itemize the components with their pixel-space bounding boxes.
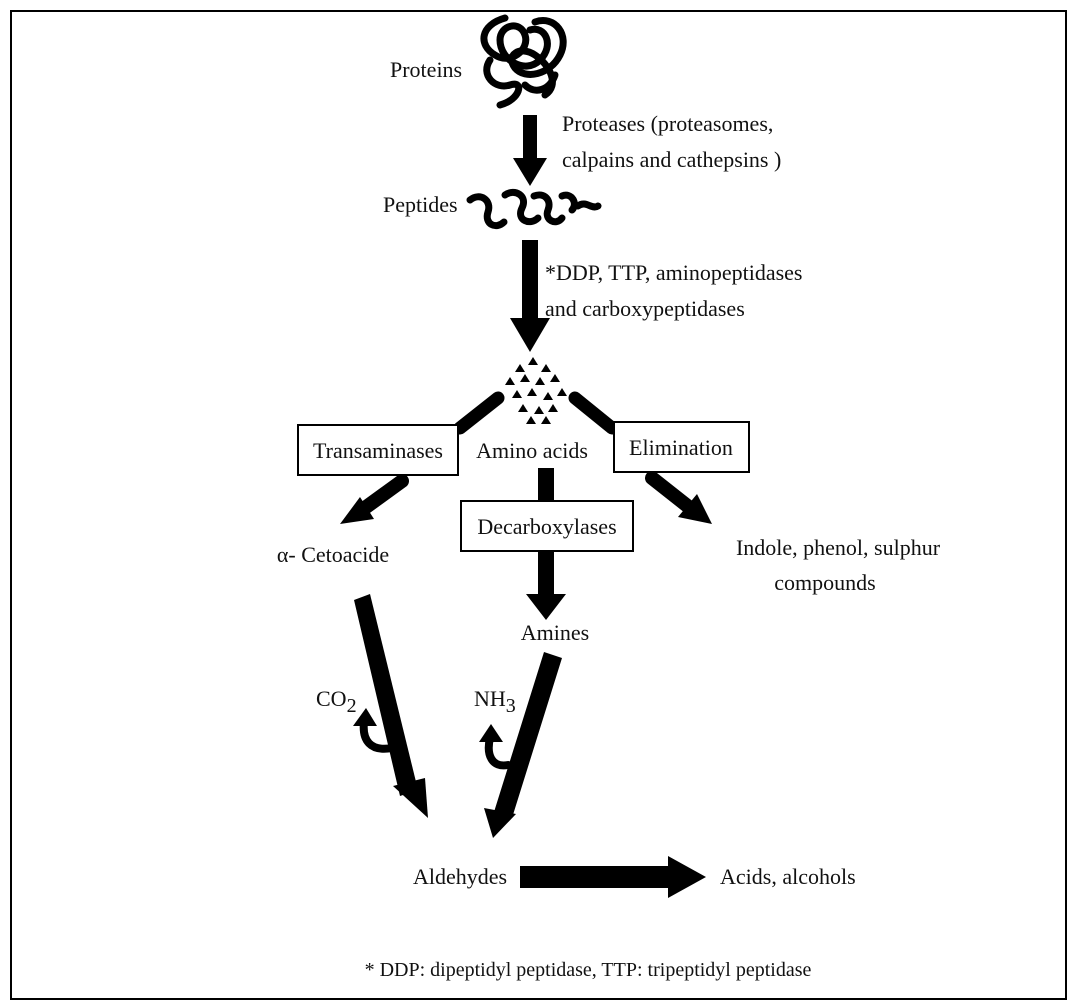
arrow-peptides-to-amino-acids	[510, 240, 550, 352]
nh3-release-arrow	[479, 724, 508, 765]
peptidases-label-line2: and carboxypeptidases	[545, 296, 745, 321]
transaminases-label: Transaminases	[313, 438, 443, 463]
arrow-to-amines	[526, 551, 566, 620]
amino-acid-particles-icon	[505, 357, 567, 424]
peptide-fragments-icon	[470, 192, 598, 225]
connector-to-elimination	[575, 398, 612, 428]
acids-alcohols-label: Acids, alcohols	[720, 864, 856, 889]
alpha-cetoacide-label: α- Cetoacide	[277, 542, 389, 567]
elimination-label: Elimination	[629, 435, 733, 460]
arrow-to-alpha-cetoacide	[340, 481, 402, 524]
arrow-cetoacide-to-aldehydes	[354, 594, 428, 818]
connector-to-transaminases	[460, 398, 498, 428]
peptides-label: Peptides	[383, 192, 458, 217]
decarboxylases-label: Decarboxylases	[477, 514, 616, 539]
arrow-aldehydes-to-acids-alcohols	[520, 856, 706, 898]
connector-to-decarboxylases	[538, 468, 554, 502]
peptidases-label-line1: *DDP, TTP, aminopeptidases	[545, 260, 802, 285]
nh3-label: NH3	[474, 686, 516, 717]
co2-label: CO2	[316, 686, 357, 717]
arrow-to-indole-compounds	[652, 478, 712, 524]
amino-acids-label: Amino acids	[476, 438, 588, 463]
proteases-label-line1: Proteases (proteasomes,	[562, 111, 773, 136]
proteases-label-line2: calpains and cathepsins )	[562, 147, 781, 172]
indole-label-line2: compounds	[774, 570, 875, 595]
proteins-label: Proteins	[390, 57, 462, 82]
amines-label: Amines	[521, 620, 589, 645]
arrow-amines-to-aldehydes	[484, 652, 562, 838]
indole-label-line1: Indole, phenol, sulphur	[736, 535, 941, 560]
aldehydes-label: Aldehydes	[413, 864, 507, 889]
footnote: * DDP: dipeptidyl peptidase, TTP: tripep…	[365, 959, 812, 981]
arrow-proteins-to-peptides	[513, 115, 547, 186]
protein-tangle-icon	[484, 18, 563, 105]
